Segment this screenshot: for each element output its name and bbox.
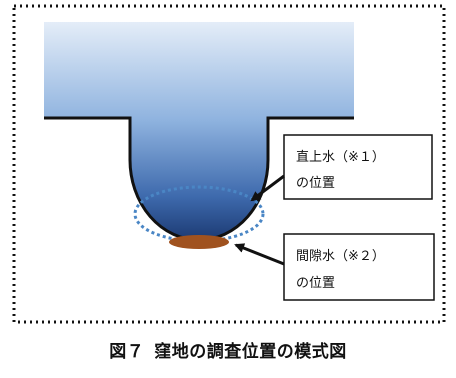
pore-water-callout-box [283, 233, 435, 301]
figure-number: 図７ [109, 342, 145, 362]
surface-water-label-line1: 直上水（※１） [296, 150, 385, 165]
figure-caption: 図７ 窪地の調査位置の模式図 [0, 337, 456, 362]
pore-water-label-line2: の位置 [296, 276, 335, 291]
outer-dotted-frame [12, 4, 446, 324]
pore-water-arrow [234, 243, 285, 266]
surface-water-arrow [250, 174, 285, 202]
surface-water-label-line2: の位置 [296, 176, 335, 191]
surface-water-callout-box [283, 134, 433, 200]
pore-water-label-line1: 間隙水（※２） [296, 249, 385, 264]
pore-water-sediment [169, 235, 229, 249]
water-body [44, 22, 354, 240]
figure-title: 窪地の調査位置の模式図 [154, 342, 347, 362]
